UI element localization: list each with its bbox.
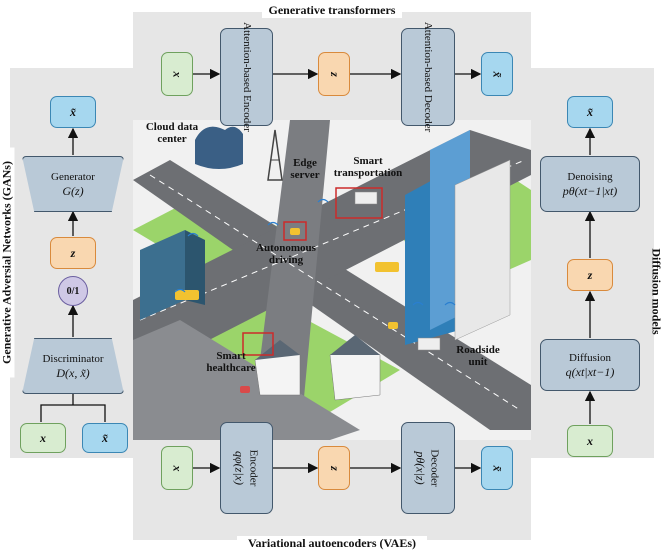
car <box>388 322 398 329</box>
truck <box>417 337 441 351</box>
denoising-label: Denoising <box>567 171 613 183</box>
vae-decoder-label: Decoder <box>428 449 441 487</box>
label-edge-server: Edge server <box>290 157 320 181</box>
vae-decoder-fn: pθ(x|z) <box>413 451 428 485</box>
bus <box>175 290 199 300</box>
truck <box>354 191 378 205</box>
attention-decoder-block: Attention-based Decoder <box>401 22 455 132</box>
title-vaes: Variational autoencoders (VAEs) <box>237 536 427 551</box>
vae-encoder-label: Encoder <box>247 449 260 487</box>
title-diffusion-models: Diffusion models <box>649 248 664 335</box>
wifi-icons <box>174 198 456 306</box>
highlight-autonomous <box>283 221 307 241</box>
generator-block: Generator G(z) <box>22 156 124 212</box>
diffusion-label: Diffusion <box>569 352 611 364</box>
bus <box>375 262 399 272</box>
label-cloud-data-center: Cloud data center <box>145 121 199 145</box>
transformer-input-x: x <box>161 52 193 96</box>
diffusion-output-x-tilde: x̃ <box>567 96 613 128</box>
title-gans: Generative Adversial Networks (GANs) <box>0 147 15 378</box>
label-smart-transportation: Smart transportation <box>333 155 403 179</box>
vae-encoder-fn: qφ(z|x) <box>232 451 247 485</box>
car <box>240 386 250 393</box>
generator-fn: G(z) <box>62 184 84 198</box>
vae-input-x: x <box>161 446 193 490</box>
gan-output-x-tilde: x̃ <box>50 96 96 128</box>
vae-output-x-tilde: x̃ <box>481 446 513 490</box>
highlight-transportation <box>335 187 383 219</box>
gan-input-x: x <box>20 423 66 453</box>
label-autonomous-driving: Autonomous driving <box>256 242 316 266</box>
discriminator-block: Discriminator D(x, x̃) <box>22 338 124 394</box>
building-left <box>140 230 185 320</box>
transformer-output-x-tilde: x̃ <box>481 52 513 96</box>
road-lower <box>133 320 360 440</box>
denoising-block: Denoising pθ(xt−1|xt) <box>540 156 640 212</box>
discriminator-fn: D(x, x̃) <box>56 366 90 380</box>
gan-input-x-tilde: x̃ <box>82 423 128 453</box>
edge-server-icon <box>267 129 283 181</box>
discriminator-label: Discriminator <box>42 353 104 365</box>
transformer-latent-z: z <box>318 52 350 96</box>
diffusion-block: Diffusion q(xt|xt−1) <box>540 339 640 391</box>
highlight-healthcare <box>242 332 274 356</box>
gan-latent-z: z <box>50 237 96 269</box>
road-diagonal-1 <box>133 160 531 430</box>
car <box>290 228 300 235</box>
title-generative-transformers: Generative transformers <box>262 3 402 18</box>
label-smart-healthcare: Smart healthcare <box>206 350 256 374</box>
diffusion-fn: q(xt|xt−1) <box>565 365 615 379</box>
attention-encoder-block: Attention-based Encoder <box>220 22 273 132</box>
diffusion-latent-z: z <box>567 259 613 291</box>
cloud-data-center-icon <box>195 126 243 169</box>
generator-label: Generator <box>51 171 95 183</box>
denoising-fn: pθ(xt−1|xt) <box>562 184 618 198</box>
label-roadside-unit: Roadside unit <box>456 344 500 368</box>
building-white <box>454 159 511 341</box>
diffusion-input-x: x <box>567 425 613 457</box>
vae-latent-z: z <box>318 446 350 490</box>
gan-decision-0-1: 0/1 <box>58 276 88 306</box>
